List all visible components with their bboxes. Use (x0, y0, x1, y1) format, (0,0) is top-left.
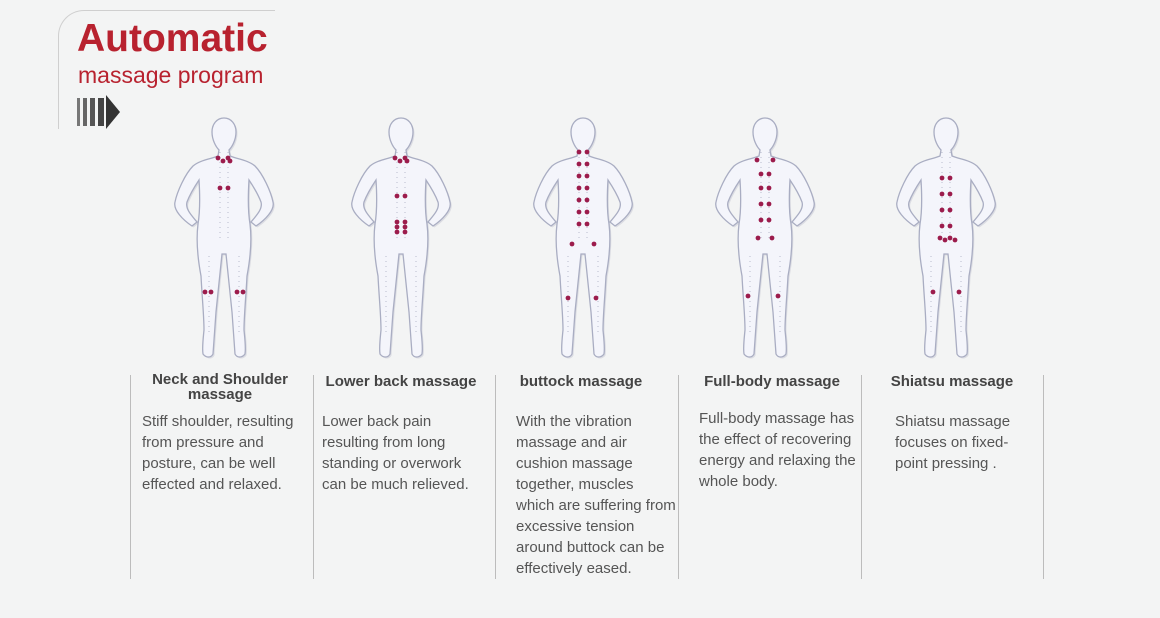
massage-point (766, 217, 772, 223)
massage-point (584, 149, 590, 155)
massage-point (758, 217, 764, 223)
program-description: Shiatsu massage focuses on fixed-point p… (895, 413, 1011, 472)
massage-point (576, 149, 582, 155)
column-divider (861, 375, 862, 579)
program-title: buttock massage (519, 373, 643, 390)
massage-point (394, 229, 400, 235)
program-description: With the vibration massage and air cushi… (516, 413, 676, 577)
massage-point (758, 185, 764, 191)
body-figure-neck-shoulder (174, 117, 275, 359)
massage-point (769, 235, 775, 241)
massage-point (402, 219, 408, 225)
massage-point (947, 175, 953, 181)
massage-point (775, 293, 781, 299)
massage-point (397, 158, 403, 164)
column-divider (130, 375, 131, 579)
body-figure-lower-back (351, 117, 452, 359)
program-description: Full-body massage has the effect of reco… (699, 410, 856, 490)
program-description: Lower back pain resulting from long stan… (322, 413, 469, 493)
massage-point (225, 185, 231, 191)
body-silhouette (174, 117, 274, 358)
massage-point (220, 158, 226, 164)
massage-point (766, 185, 772, 191)
body-figure-full-body (715, 117, 816, 359)
massage-point (939, 191, 945, 197)
program-title: Lower back massage (325, 373, 477, 390)
massage-point (565, 295, 571, 301)
massage-point (942, 237, 948, 243)
massage-point (217, 185, 223, 191)
program-title: Neck and Shoulder massage (152, 371, 288, 403)
massage-point (584, 221, 590, 227)
massage-point (234, 289, 240, 295)
massage-point (770, 157, 776, 163)
massage-point (576, 173, 582, 179)
body-figure-shiatsu (896, 117, 997, 359)
massage-point (754, 157, 760, 163)
massage-point (947, 235, 953, 241)
massage-point (745, 293, 751, 299)
massage-point (202, 289, 208, 295)
massage-point (227, 158, 233, 164)
massage-point (208, 289, 214, 295)
massage-point (584, 161, 590, 167)
massage-point (956, 289, 962, 295)
massage-point (766, 201, 772, 207)
header-frame (58, 10, 275, 129)
massage-point (404, 158, 410, 164)
massage-point (930, 289, 936, 295)
massage-point (937, 235, 943, 241)
massage-point (584, 209, 590, 215)
massage-point (576, 221, 582, 227)
massage-point (402, 229, 408, 235)
program-description: Stiff shoulder, resulting from pressure … (142, 413, 294, 493)
massage-point (569, 241, 575, 247)
body-silhouette (715, 117, 815, 358)
body-figure-buttock (533, 117, 634, 359)
massage-point (576, 185, 582, 191)
massage-point (758, 201, 764, 207)
massage-point (584, 197, 590, 203)
page-subtitle: massage program (78, 62, 264, 88)
massage-point (576, 161, 582, 167)
massage-point (584, 173, 590, 179)
massage-point (584, 185, 590, 191)
massage-point (576, 197, 582, 203)
massage-point (394, 193, 400, 199)
massage-point (394, 219, 400, 225)
massage-point (402, 193, 408, 199)
body-silhouette (896, 117, 996, 358)
column-divider (495, 375, 496, 579)
page-title: Automatic (77, 17, 268, 60)
body-silhouette (351, 117, 451, 358)
arrow-icon (77, 95, 120, 129)
massage-point (755, 235, 761, 241)
massage-point (394, 224, 400, 230)
massage-point (215, 155, 221, 161)
massage-point (939, 207, 945, 213)
massage-point (591, 241, 597, 247)
massage-point (947, 207, 953, 213)
massage-point (240, 289, 246, 295)
massage-point (939, 223, 945, 229)
massage-point (952, 237, 958, 243)
column-divider (1043, 375, 1044, 579)
massage-point (766, 171, 772, 177)
massage-point (593, 295, 599, 301)
program-title: Shiatsu massage (890, 373, 1014, 390)
body-silhouette (533, 117, 633, 358)
massage-point (392, 155, 398, 161)
massage-point (947, 223, 953, 229)
massage-point (947, 191, 953, 197)
massage-point (758, 171, 764, 177)
massage-point (402, 224, 408, 230)
column-divider (313, 375, 314, 579)
massage-point (576, 209, 582, 215)
column-divider (678, 375, 679, 579)
program-title: Full-body massage (704, 373, 840, 390)
massage-point (939, 175, 945, 181)
